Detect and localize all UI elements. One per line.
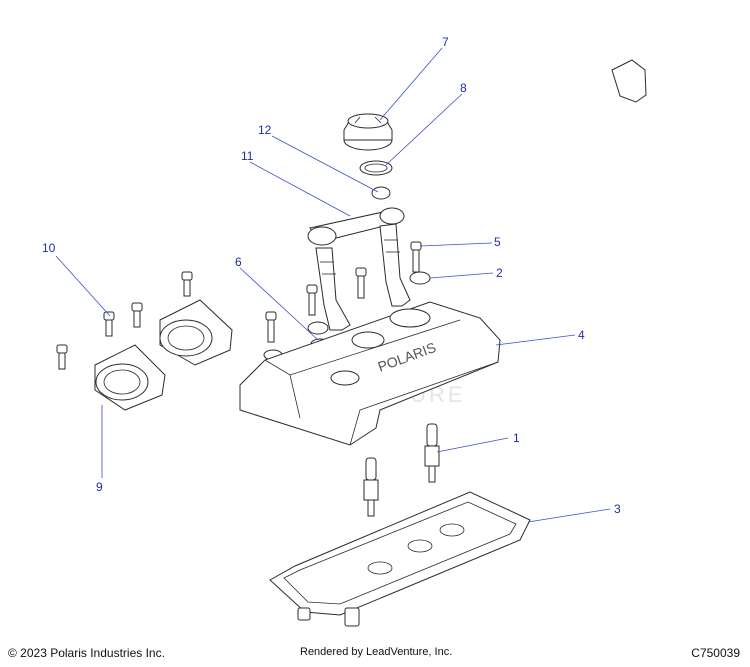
callout-2: 2 [496, 266, 503, 280]
spark-plug-part [363, 423, 440, 517]
callout-3: 3 [614, 502, 621, 516]
callout-5: 5 [494, 235, 501, 249]
oil-fill-cap-part [343, 113, 393, 151]
callout-11: 11 [241, 149, 254, 163]
valve-cover-gasket-part [269, 491, 531, 627]
callout-12: 12 [258, 123, 272, 137]
o-ring-part [359, 160, 393, 176]
fuel-line-part [371, 59, 647, 203]
callout-4: 4 [578, 328, 585, 342]
copyright-text: © 2023 Polaris Industries Inc. [8, 646, 165, 660]
bolt-part [265, 241, 422, 343]
callout-1: 1 [513, 431, 520, 445]
ignition-coil-part [307, 207, 411, 331]
callout-8: 8 [460, 81, 467, 95]
rendered-by-text: Rendered by LeadVenture, Inc. [300, 646, 453, 658]
diagram-code: C750039 [691, 646, 740, 660]
callout-10: 10 [42, 241, 56, 255]
intake-boot-part [94, 299, 233, 411]
callout-9: 9 [96, 480, 103, 494]
callout-6: 6 [235, 255, 242, 269]
callout-7: 7 [442, 35, 449, 49]
valve-cover-part: POLARIS [239, 301, 501, 446]
intake-bolt-part [56, 271, 193, 370]
